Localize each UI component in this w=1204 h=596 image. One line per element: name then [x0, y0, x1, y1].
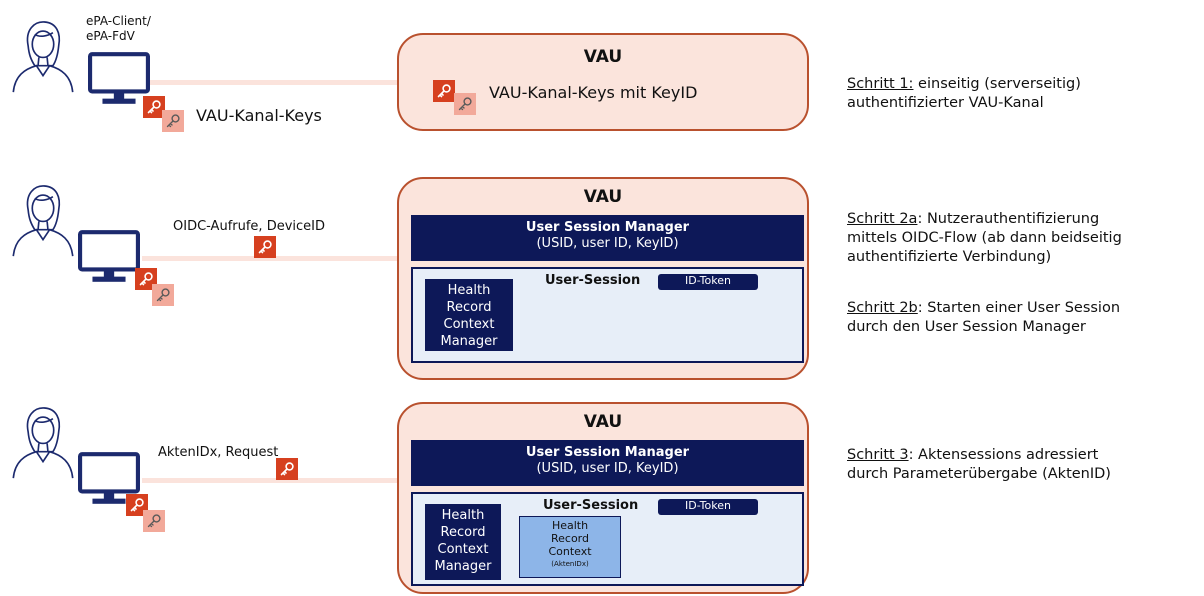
- id-token-badge: ID-Token: [658, 499, 758, 515]
- step-3-text: Schritt 3: Aktensessions adressiert durc…: [847, 446, 1111, 484]
- hrcm-line: Manager: [434, 559, 492, 574]
- vau-title: VAU: [583, 412, 623, 432]
- vau-title: VAU: [583, 47, 623, 67]
- connector-line: [142, 256, 398, 261]
- monitor-icon: [78, 230, 140, 284]
- step-1-text: Schritt 1: einseitig (serverseitig) auth…: [847, 75, 1081, 113]
- step-2b-line2: durch den User Session Manager: [847, 319, 1086, 335]
- usm-subtitle: (USID, user ID, KeyID): [536, 461, 679, 476]
- oidc-link-label: OIDC-Aufrufe, DeviceID: [173, 219, 325, 234]
- key-icon: [152, 284, 174, 306]
- hrcm-line: Context: [437, 542, 489, 557]
- key-icon: [162, 110, 184, 132]
- key-icon: [143, 96, 165, 118]
- hrcm-line: Health: [441, 508, 485, 523]
- client-label-line1: ePA-Client/: [86, 14, 151, 28]
- step-2a-rest: : Nutzerauthentifizierung: [917, 211, 1100, 227]
- step-2b-text: Schritt 2b: Starten einer User Session d…: [847, 299, 1120, 337]
- step-1-heading: Schritt 1:: [847, 76, 914, 92]
- key-icon: [254, 236, 276, 258]
- hrc-line: Context: [548, 545, 592, 558]
- key-icon: [454, 93, 476, 115]
- step-3-line2: durch Parameterübergabe (AktenID): [847, 466, 1111, 482]
- hrc-akten-id: (AktenIDx): [551, 560, 589, 568]
- vau-box: VAU User Session Manager (USID, user ID,…: [397, 177, 809, 380]
- key-icon: [126, 494, 148, 516]
- usm-subtitle: (USID, user ID, KeyID): [536, 236, 679, 251]
- person-icon: [10, 176, 76, 262]
- person-icon: [10, 398, 76, 484]
- key-icon: [135, 268, 157, 290]
- akten-link-label: AktenIDx, Request: [158, 445, 279, 460]
- key-icon: [143, 510, 165, 532]
- hrcm-line: Health: [447, 283, 491, 298]
- connector-line: [142, 478, 398, 483]
- key-icon: [276, 458, 298, 480]
- hrcm-line: Manager: [440, 334, 498, 349]
- user-session-label: User-Session: [543, 498, 639, 513]
- user-session-label: User-Session: [545, 273, 641, 288]
- connector-line: [150, 80, 398, 85]
- usm-title: User Session Manager: [525, 445, 690, 460]
- keys-label: VAU-Kanal-Keys: [196, 106, 322, 125]
- hrc-line: Health: [551, 519, 589, 532]
- step-3-rest: : Aktensessions adressiert: [908, 447, 1099, 463]
- health-record-context-manager: Health Record Context Manager: [425, 504, 501, 580]
- vau-keys-text: VAU-Kanal-Keys mit KeyID: [489, 83, 698, 102]
- step-3-heading: Schritt 3: [847, 447, 909, 463]
- vau-title: VAU: [583, 187, 623, 207]
- user-session-box: Health Record Context Manager User-Sessi…: [411, 492, 804, 586]
- step-2a-line3: authentifizierte Verbindung): [847, 249, 1052, 265]
- step-2a-line2: mittels OIDC-Flow (ab dann beidseitig: [847, 230, 1122, 246]
- step-2b-heading: Schritt 2b: [847, 300, 918, 316]
- step-2a-text: Schritt 2a: Nutzerauthentifizierung mitt…: [847, 210, 1122, 267]
- step-2b-rest: : Starten einer User Session: [917, 300, 1121, 316]
- monitor-icon: [88, 52, 150, 106]
- id-token-badge: ID-Token: [658, 274, 758, 290]
- health-record-context-manager: Health Record Context Manager: [425, 279, 513, 351]
- usm-title: User Session Manager: [525, 220, 690, 235]
- user-session-box: Health Record Context Manager User-Sessi…: [411, 267, 804, 363]
- hrcm-line: Record: [440, 525, 486, 540]
- client-label-line2: ePA-FdV: [86, 29, 135, 43]
- user-session-manager: User Session Manager (USID, user ID, Key…: [411, 440, 804, 486]
- step-2a-heading: Schritt 2a: [847, 211, 918, 227]
- hrc-line: Record: [550, 532, 589, 545]
- step-1-rest: einseitig (serverseitig): [913, 76, 1081, 92]
- hrcm-line: Context: [443, 317, 495, 332]
- hrcm-line: Record: [446, 300, 492, 315]
- health-record-context: Health Record Context (AktenIDx): [519, 516, 621, 578]
- vau-box: VAU VAU-Kanal-Keys mit KeyID: [397, 33, 809, 131]
- user-session-manager: User Session Manager (USID, user ID, Key…: [411, 215, 804, 261]
- key-icon: [433, 80, 455, 102]
- vau-box: VAU User Session Manager (USID, user ID,…: [397, 402, 809, 594]
- step-1-line2: authentifizierter VAU-Kanal: [847, 95, 1044, 111]
- person-icon: [10, 12, 76, 98]
- client-label: ePA-Client/ ePA-FdV: [86, 14, 151, 44]
